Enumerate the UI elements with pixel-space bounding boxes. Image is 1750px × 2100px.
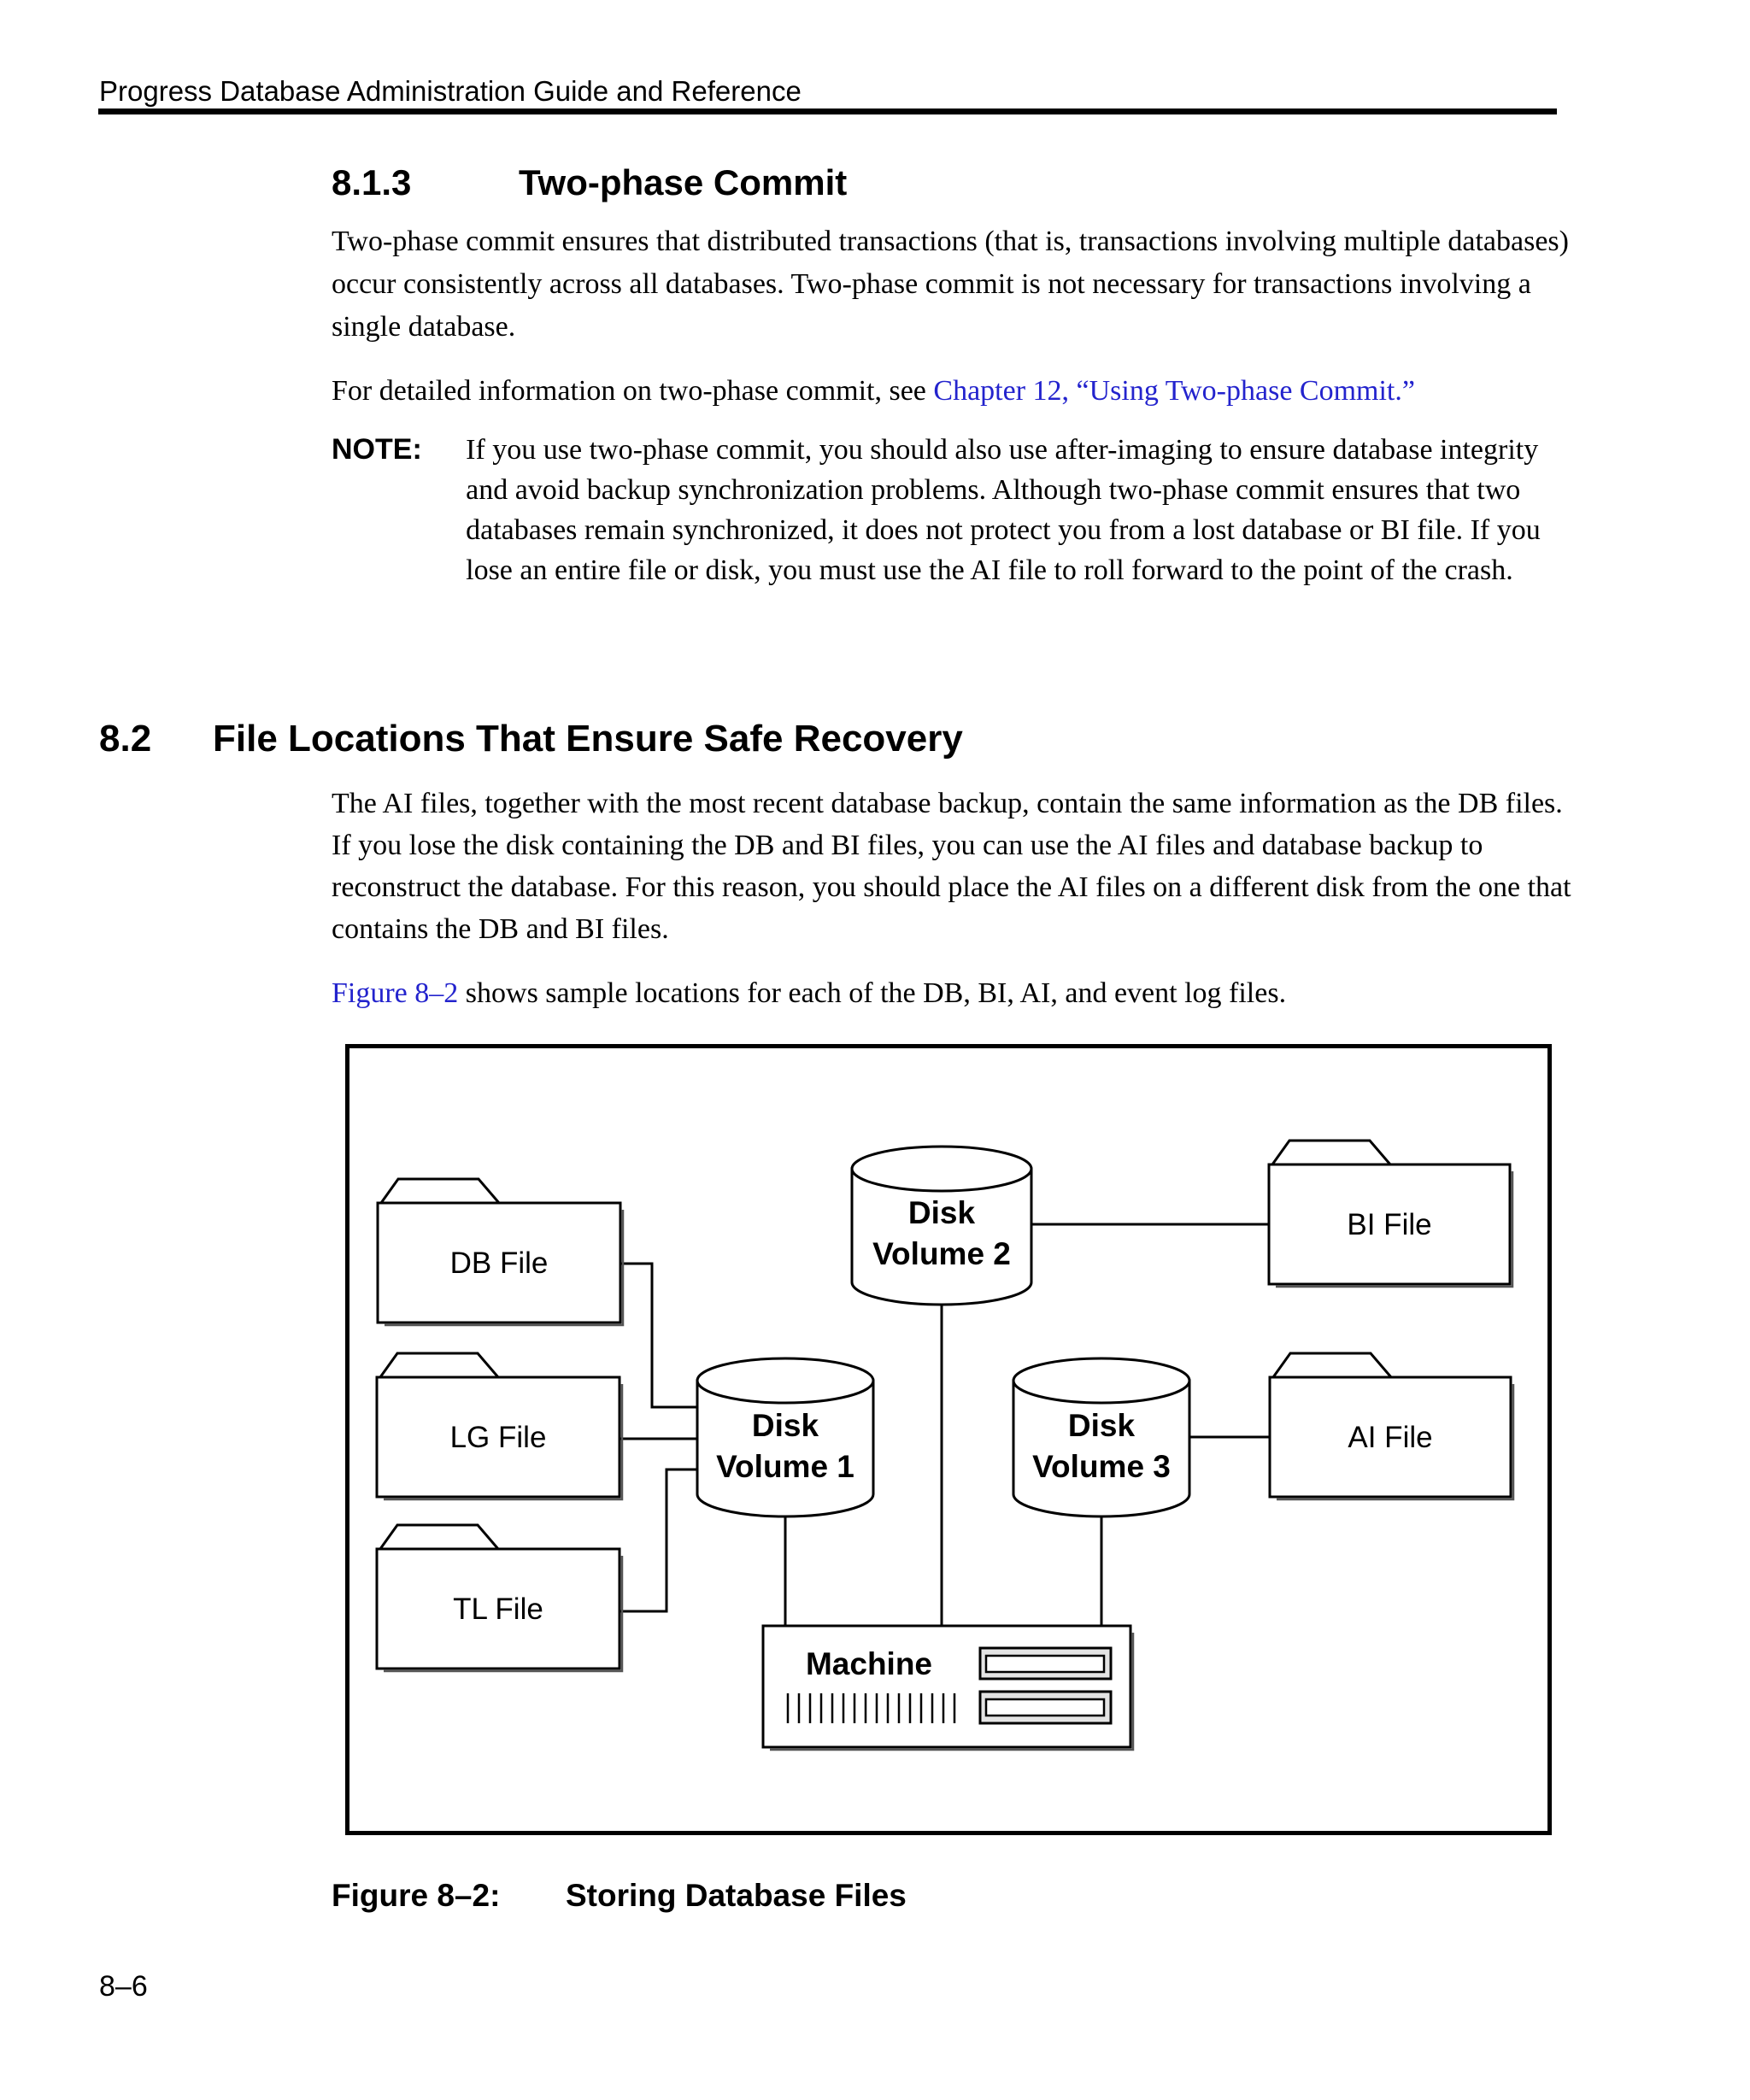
bi-file-label: BI File bbox=[1347, 1208, 1431, 1241]
paragraph-two-phase-commit: Two-phase commit ensures that distribute… bbox=[332, 226, 1569, 343]
note-text: If you use two-phase commit, you should … bbox=[466, 434, 1541, 586]
tl-file-label: TL File bbox=[453, 1593, 543, 1626]
machine-label: Machine bbox=[806, 1646, 932, 1681]
machine-box: Machine bbox=[761, 1624, 1135, 1751]
section-title: Two-phase Commit bbox=[519, 162, 848, 202]
disk-volume-2: Disk Volume 2 bbox=[850, 1145, 1033, 1306]
connector-dbfile-diskvolume1 bbox=[616, 1262, 699, 1409]
machine-drive-bay-1 bbox=[978, 1646, 1113, 1681]
figure-caption-title: Storing Database Files bbox=[566, 1878, 907, 1913]
disk-volume-3-label-line1: Disk bbox=[1068, 1408, 1136, 1443]
disk-volume-2-label-line1: Disk bbox=[908, 1195, 976, 1230]
machine-vent-slits bbox=[786, 1693, 956, 1723]
connector-lines bbox=[616, 1223, 1271, 1626]
disk-volume-1-label-line1: Disk bbox=[752, 1408, 819, 1443]
ai-file-label: AI File bbox=[1348, 1421, 1432, 1454]
chapter-12-link[interactable]: Chapter 12, “Using Two-phase Commit.” bbox=[933, 375, 1415, 407]
bi-file-folder: BI File bbox=[1267, 1139, 1514, 1288]
machine-drive-bay-2 bbox=[978, 1690, 1113, 1725]
connector-tlfile-diskvolume1 bbox=[620, 1468, 699, 1613]
figure-caption: Figure 8–2: Storing Database Files bbox=[332, 1878, 907, 1914]
db-file-folder: DB File bbox=[376, 1177, 625, 1327]
figure-8-2-diagram: DB File LG File TL File BI Fi bbox=[345, 1044, 1552, 1835]
db-file-label: DB File bbox=[450, 1247, 549, 1280]
paragraph-text: For detailed information on two-phase co… bbox=[332, 375, 934, 407]
section-title: File Locations That Ensure Safe Recovery bbox=[213, 718, 963, 760]
paragraph-ai-files: The AI files, together with the most rec… bbox=[332, 788, 1571, 945]
section-8-2-heading: 8.2 File Locations That Ensure Safe Recov… bbox=[99, 718, 963, 760]
header-rule bbox=[98, 109, 1557, 114]
note-label: NOTE: bbox=[332, 433, 422, 466]
disk-volume-1-label-line2: Volume 1 bbox=[716, 1449, 854, 1484]
disk-volume-3: Disk Volume 3 bbox=[1012, 1357, 1191, 1518]
paragraph-figure-ref: Figure 8–2 shows sample locations for ea… bbox=[332, 972, 1579, 1015]
section-number: 8.1.3 bbox=[332, 162, 412, 202]
page-number: 8–6 bbox=[99, 1970, 148, 2003]
ai-file-folder: AI File bbox=[1268, 1352, 1515, 1501]
storing-database-files-diagram: DB File LG File TL File BI Fi bbox=[345, 1044, 1552, 1835]
lg-file-folder: LG File bbox=[375, 1352, 624, 1501]
section-8-1-3-heading: 8.1.3 Two-phase Commit bbox=[332, 162, 847, 203]
tl-file-folder: TL File bbox=[375, 1523, 624, 1673]
figure-8-2-link[interactable]: Figure 8–2 bbox=[332, 977, 459, 1009]
paragraph-see-chapter-12: For detailed information on two-phase co… bbox=[332, 370, 1579, 413]
figure-caption-label: Figure 8–2: bbox=[332, 1878, 501, 1913]
running-header: Progress Database Administration Guide a… bbox=[99, 75, 802, 107]
lg-file-label: LG File bbox=[450, 1421, 547, 1454]
disk-volume-2-label-line2: Volume 2 bbox=[872, 1236, 1011, 1271]
paragraph-text: shows sample locations for each of the D… bbox=[458, 977, 1287, 1009]
disk-volume-1: Disk Volume 1 bbox=[696, 1357, 875, 1518]
note-block: NOTE: If you use two-phase commit, you s… bbox=[332, 430, 1562, 590]
disk-volume-3-label-line2: Volume 3 bbox=[1032, 1449, 1171, 1484]
section-number: 8.2 bbox=[99, 718, 152, 760]
